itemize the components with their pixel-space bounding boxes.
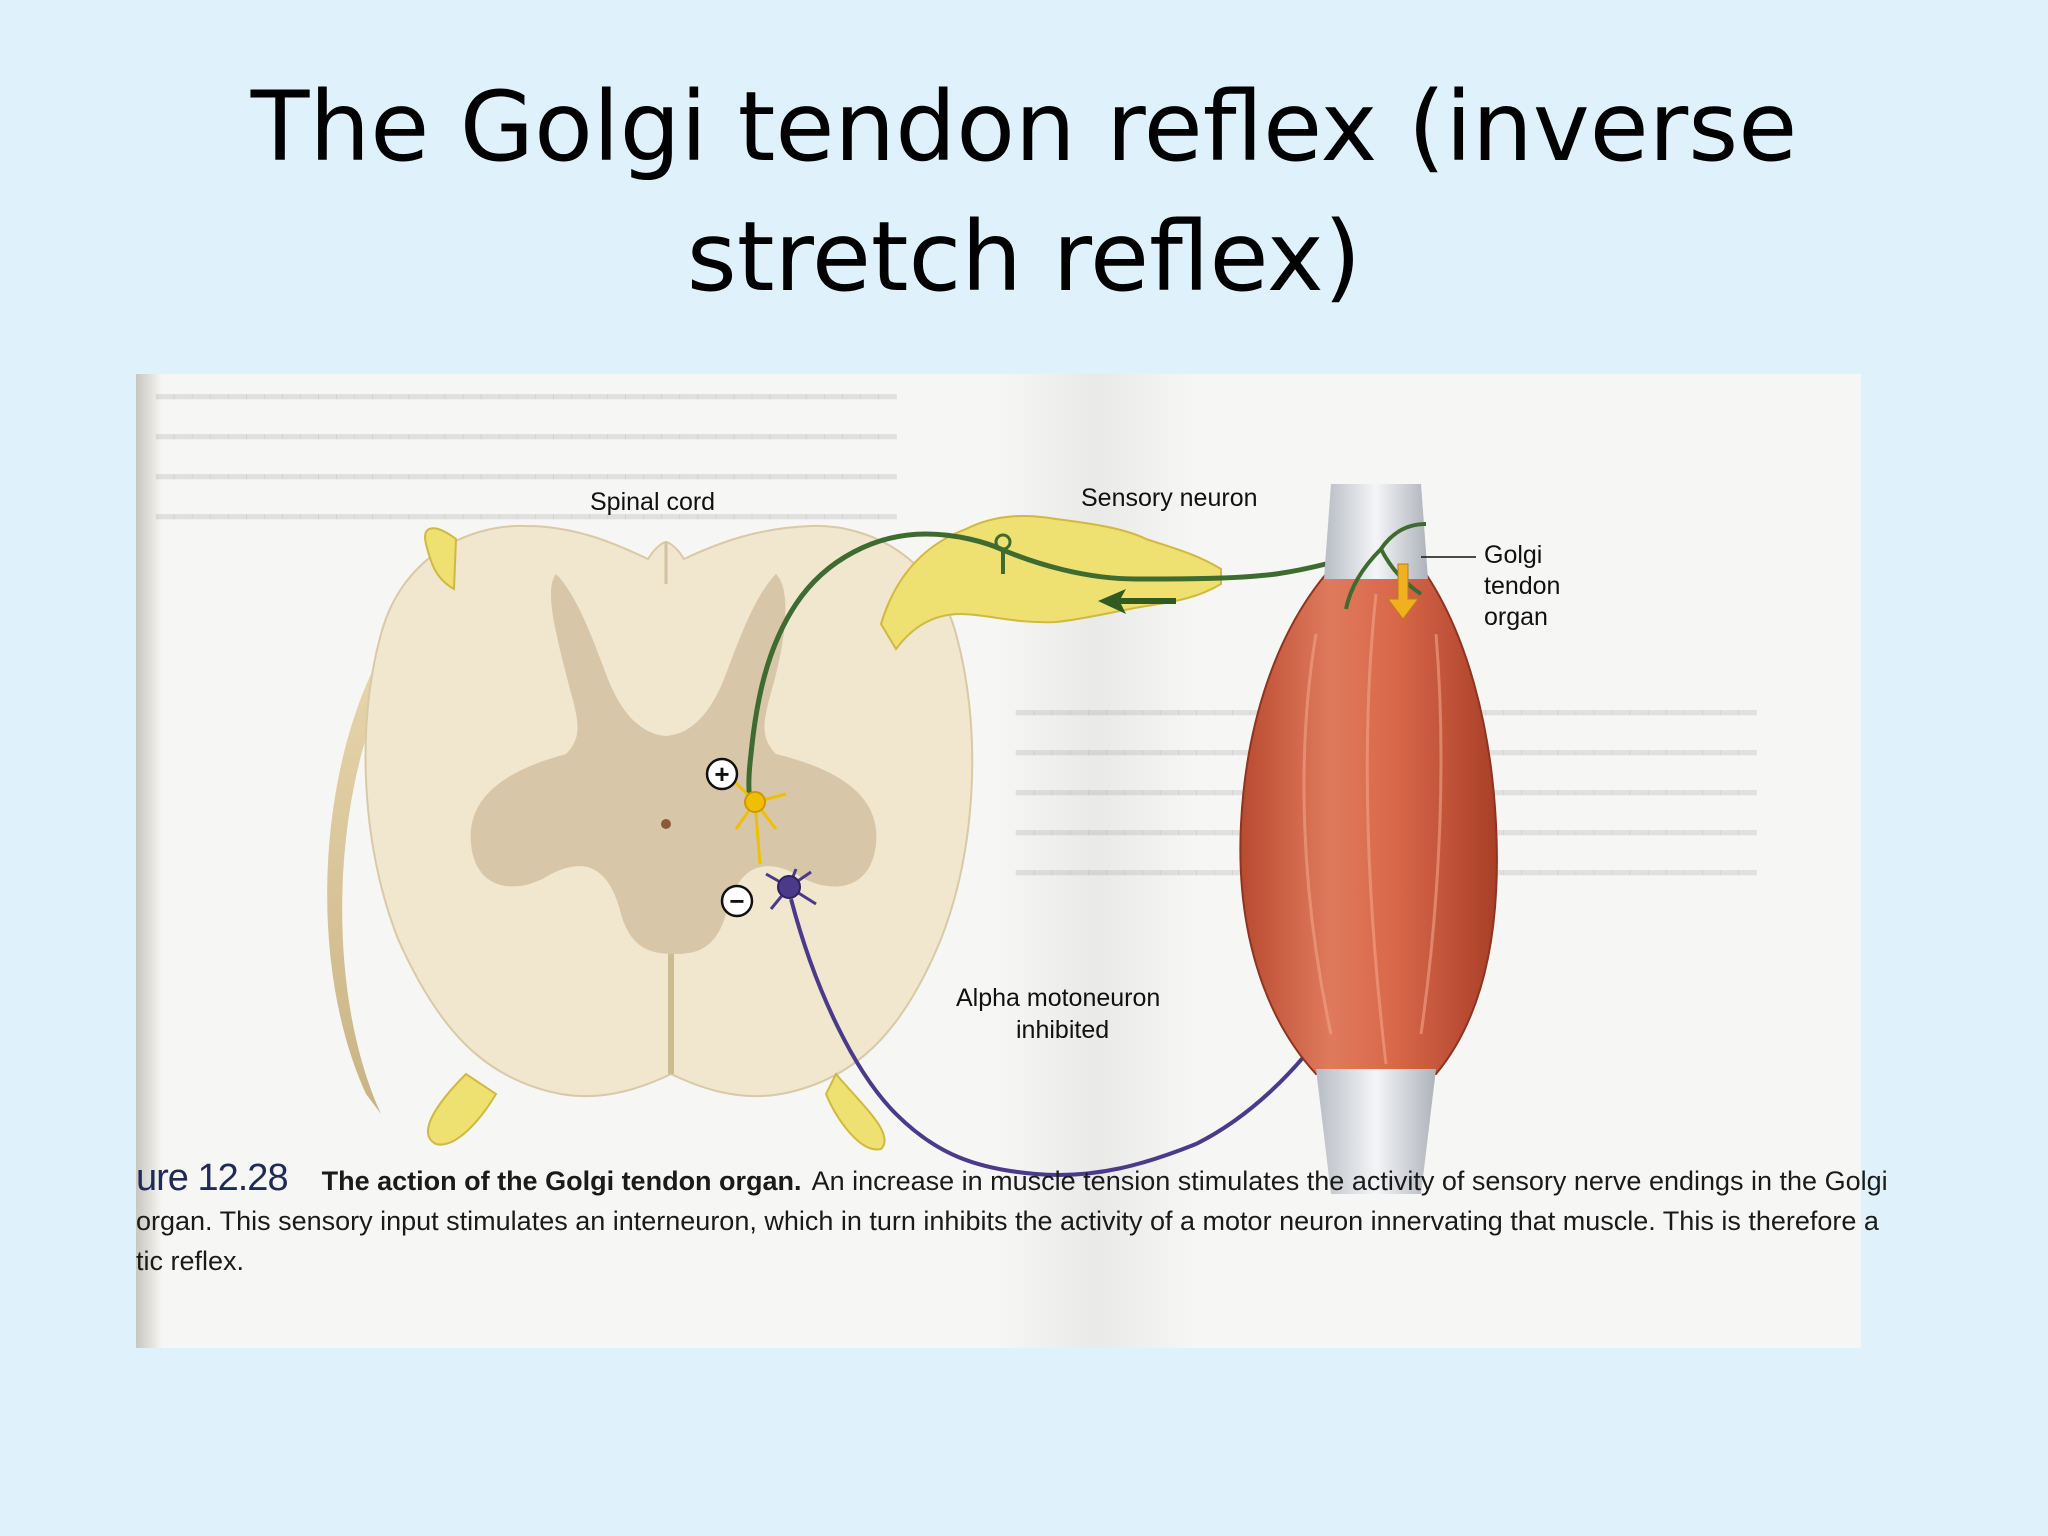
label-spinal-cord: Spinal cord xyxy=(590,488,715,516)
sensory-direction-arrow xyxy=(1098,589,1176,614)
figure-number: ure 12.28 xyxy=(136,1157,289,1199)
label-alpha-motoneuron: Alpha motoneuron xyxy=(956,984,1160,1012)
muscle-striations xyxy=(1302,593,1443,1065)
sensory-neuron-fiber xyxy=(746,531,1382,805)
label-golgi-line3: organ xyxy=(1484,603,1548,631)
figure-caption: ure 12.28 The action of the Golgi tendon … xyxy=(136,1157,1888,1281)
excitatory-synapse-symbol: + xyxy=(705,757,739,791)
tendon-top xyxy=(1324,484,1428,579)
caption-line-1: ure 12.28 The action of the Golgi tendon … xyxy=(136,1157,1888,1201)
caption-line-3: tic reflex. xyxy=(136,1246,245,1276)
slide-title: The Golgi tendon reflex (inverse stretch… xyxy=(250,71,1798,313)
spinal-cord-gray-matter xyxy=(470,574,877,954)
label-alpha-inhibited: inhibited xyxy=(1016,1016,1109,1044)
tendon-bottom xyxy=(1316,1069,1436,1194)
figure-title: The action of the Golgi tendon organ. xyxy=(321,1166,802,1196)
figure-panel: ━━━━━━━━━━━━━━━━━━━━━━━━━━━━━━━━━━━━━━━━… xyxy=(136,374,1861,1348)
interneuron xyxy=(730,777,787,865)
page-edge-shadow xyxy=(136,374,162,1348)
spinal-cord-depth xyxy=(327,674,386,1114)
minus-sign: − xyxy=(729,886,744,916)
label-sensory-neuron: Sensory neuron xyxy=(1081,484,1258,512)
central-canal xyxy=(661,819,671,829)
ventral-root-right xyxy=(824,1072,886,1151)
label-golgi-line1: Golgi xyxy=(1484,541,1542,569)
inhibitory-synapse-symbol: − xyxy=(720,884,754,918)
alpha-motoneuron xyxy=(765,868,817,910)
plus-sign: + xyxy=(714,759,729,789)
label-golgi-line2: tendon xyxy=(1484,572,1560,600)
dorsal-root-left xyxy=(424,527,458,591)
golgi-reflex-diagram: + − Spinal cord Sensory neuron Golgi ten… xyxy=(327,484,1560,1194)
caption-text-1: An increase in muscle tension stimulates… xyxy=(811,1166,1888,1196)
ventral-root-left xyxy=(426,1072,498,1146)
dorsal-root-right xyxy=(879,515,1222,651)
golgi-stretch-arrow xyxy=(1387,563,1419,620)
caption-line-2: organ. This sensory input stimulates an … xyxy=(136,1206,1879,1236)
